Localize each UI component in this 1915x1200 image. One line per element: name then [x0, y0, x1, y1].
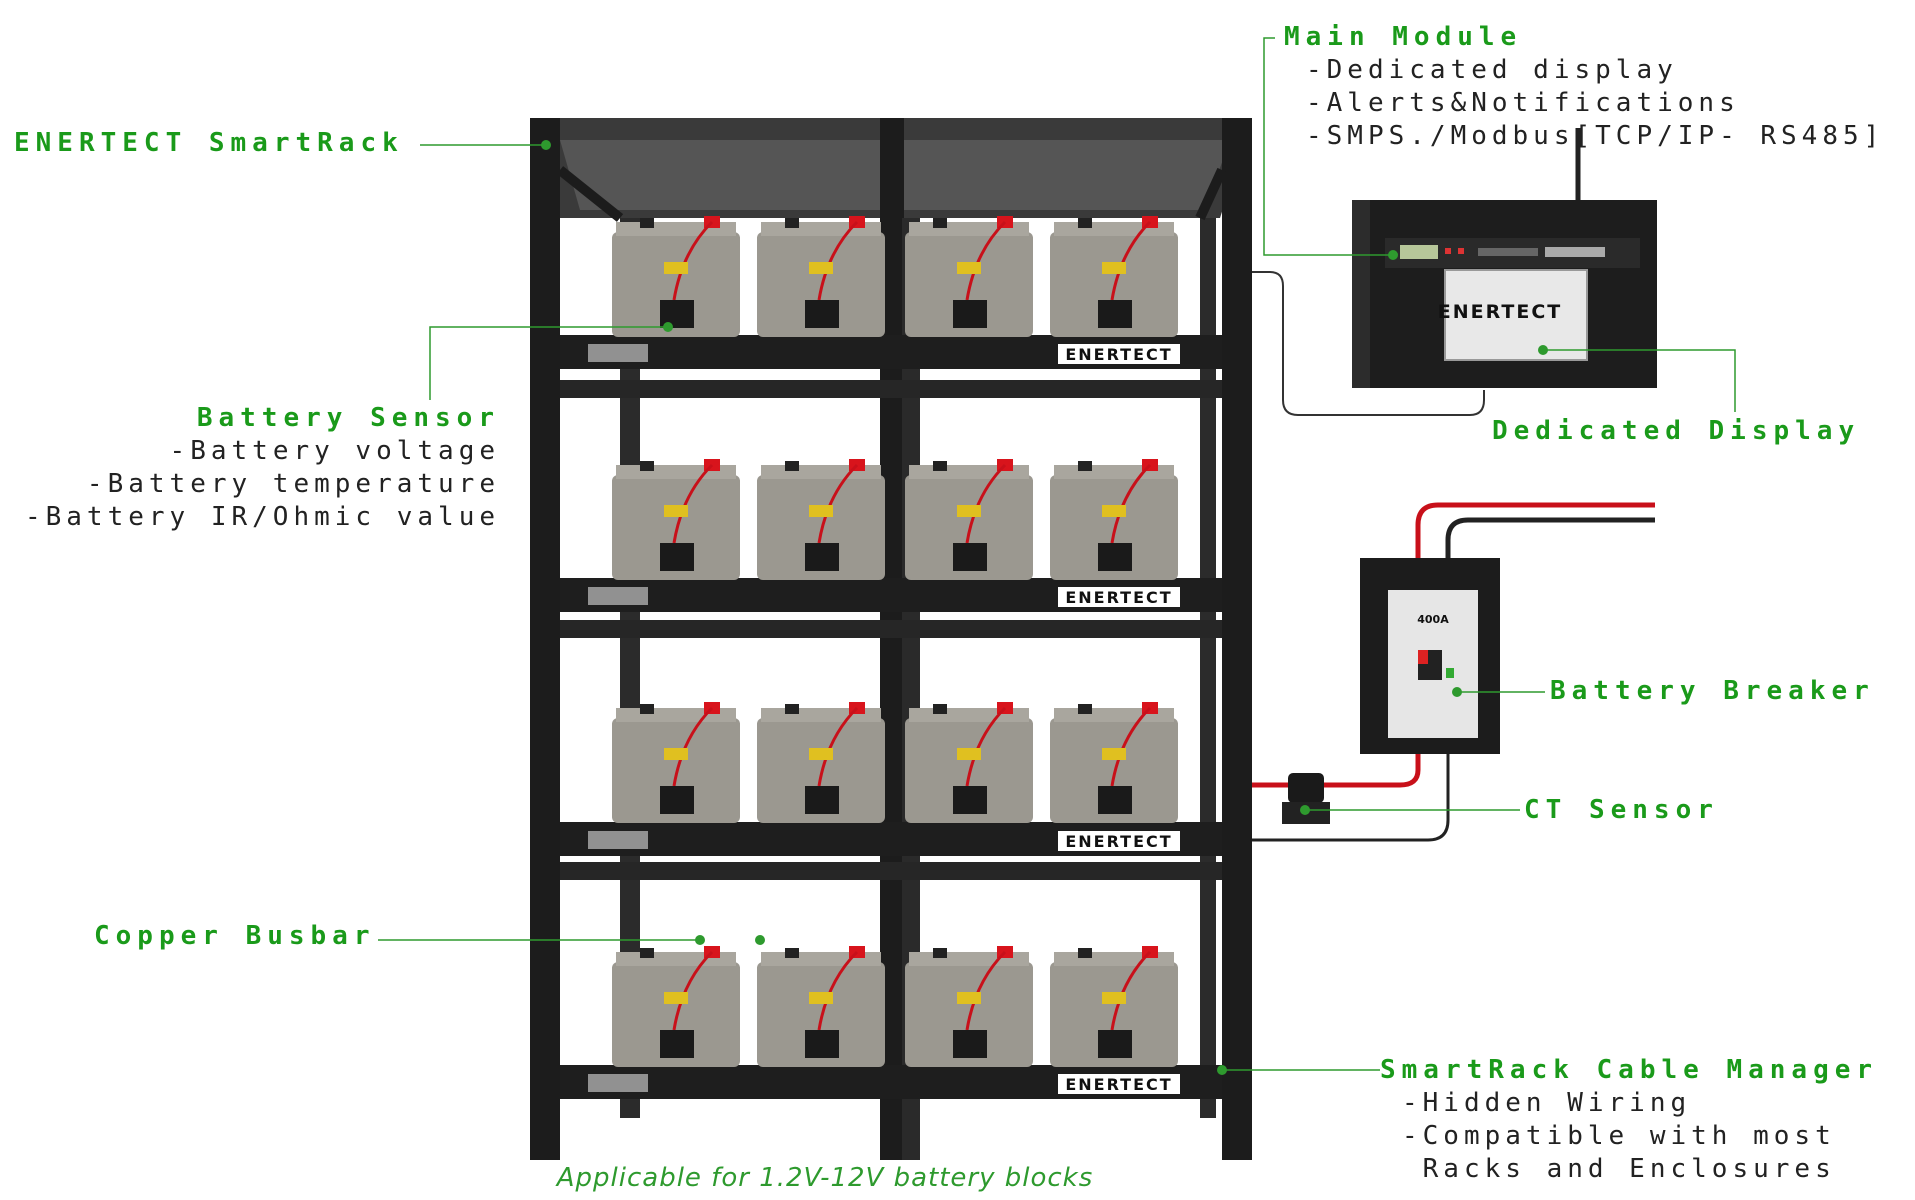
battery-block — [612, 459, 740, 580]
shelf-brand-4: ENERTECT — [1065, 1075, 1172, 1094]
display-brand: ENERTECT — [1438, 301, 1562, 323]
battery-block — [612, 946, 740, 1067]
leader-dots — [541, 140, 1548, 1075]
battery-block — [905, 216, 1033, 337]
battery-block — [1050, 459, 1178, 580]
battery-block — [612, 702, 740, 823]
ct-sensor — [1282, 773, 1330, 824]
main-module-item-3: -SMPS./Modbus[TCP/IP- RS485] — [1306, 121, 1885, 151]
shelf-brand-2: ENERTECT — [1065, 588, 1172, 607]
battery-block — [905, 459, 1033, 580]
battery-sensor-label: Battery Sensor — [196, 403, 500, 433]
cable-manager-item-3: Racks and Enclosures — [1402, 1154, 1836, 1184]
shelf-plates — [588, 344, 1180, 1094]
battery-block — [905, 702, 1033, 823]
battery-block — [612, 216, 740, 337]
smartrack-label: ENERTECT SmartRack — [14, 128, 404, 158]
battery-block — [1050, 216, 1178, 337]
battery-block — [757, 946, 885, 1067]
main-module-item-1: -Dedicated display — [1306, 55, 1678, 85]
battery-sensor-item-2: -Battery temperature — [86, 469, 500, 499]
shelf-brand-1: ENERTECT — [1065, 345, 1172, 364]
power-cables — [1252, 271, 1655, 842]
dedicated-display-label: Dedicated Display — [1492, 416, 1861, 446]
copper-busbar-label: Copper Busbar — [94, 921, 376, 951]
battery-block — [1050, 946, 1178, 1067]
shelf-brand-3: ENERTECT — [1065, 832, 1172, 851]
ct-sensor-label: CT Sensor — [1524, 795, 1719, 825]
breaker-enclosure — [1360, 558, 1500, 754]
battery-block — [757, 702, 885, 823]
battery-sensor-item-1: -Battery voltage — [169, 436, 500, 466]
battery-breaker-label: Battery Breaker — [1550, 676, 1875, 706]
cable-manager-item-1: -Hidden Wiring — [1402, 1088, 1692, 1118]
battery-block — [905, 946, 1033, 1067]
leader-lines — [378, 37, 1736, 1071]
main-module-label: Main Module — [1284, 22, 1523, 52]
battery-blocks — [612, 216, 1178, 1067]
cable-manager-label: SmartRack Cable Manager — [1380, 1055, 1879, 1085]
battery-block — [1050, 702, 1178, 823]
main-module-item-2: -Alerts&Notifications — [1306, 88, 1740, 118]
battery-block — [757, 216, 885, 337]
battery-block — [757, 459, 885, 580]
caption: Applicable for 1.2V-12V battery blocks — [556, 1163, 1094, 1193]
breaker-rating: 400A — [1417, 613, 1449, 626]
battery-sensor-item-3: -Battery IR/Ohmic value — [24, 502, 500, 532]
cable-manager-item-2: -Compatible with most — [1402, 1121, 1836, 1151]
main-module-cabinet — [1352, 128, 1657, 388]
